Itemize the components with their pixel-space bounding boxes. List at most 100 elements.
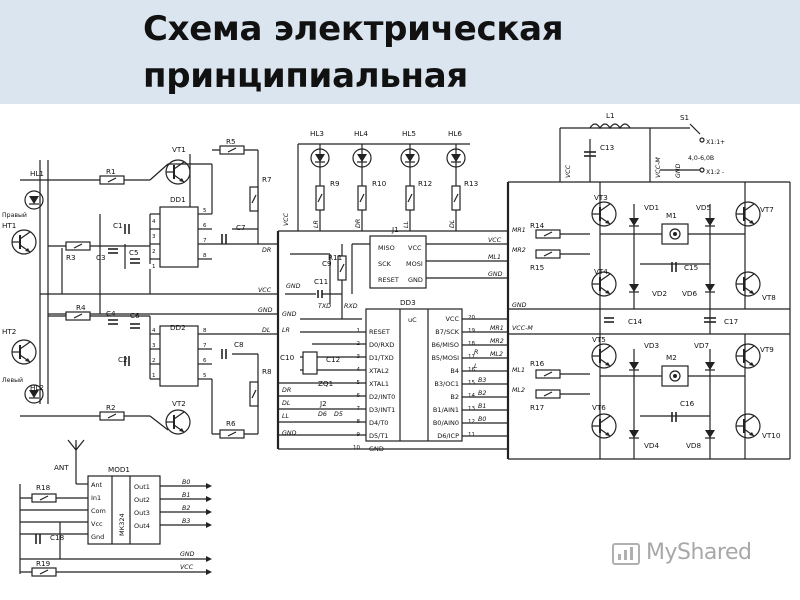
left-lower-block: HT2 Левый HL2 R2 VT2 R6 R8 DD2 R4 C4 C6 …: [2, 303, 278, 439]
label-x11: X1:1: [706, 139, 720, 146]
net-ml1-b: ML1: [512, 367, 525, 374]
net-b0: B0: [478, 416, 486, 423]
resistor-r6: [219, 429, 245, 439]
label-vd5: VD5: [696, 203, 711, 212]
label-vt4: VT4: [594, 267, 608, 276]
title-bar: Схема электрическая принципиальная: [0, 0, 800, 104]
diode-vd1: [628, 217, 640, 227]
dd3-pin-4: XTAL2: [369, 367, 389, 375]
watermark: MyShared: [606, 536, 766, 572]
label-c1: C1: [113, 221, 123, 230]
dd3-pin-5: XTAL1: [369, 380, 389, 388]
label-c5: C5: [129, 248, 139, 257]
label-r6: R6: [226, 419, 236, 428]
dd3-pin-num-18: 18: [468, 341, 475, 347]
net-gnd-hb: GND: [512, 302, 527, 309]
net-ll-top: LL: [403, 220, 410, 228]
net-mr1-b: MR1: [512, 227, 526, 234]
dd3-pin-num-10: 10: [353, 445, 360, 451]
radio-module: ANT MOD1 R18 C18 R19 МК324 AntIn1ComVccG…: [19, 439, 212, 577]
label-ht2: HT2: [2, 327, 16, 336]
net-vcc-top: VCC: [283, 212, 290, 226]
net-b3-out: B3: [182, 518, 190, 525]
label-l1: L1: [606, 111, 615, 120]
svg-text:6: 6: [203, 223, 207, 229]
resistor-r8: [249, 381, 259, 407]
crystal-zq1: [302, 351, 318, 375]
dd3-pin-16: B4: [450, 367, 459, 375]
dd3-pin-20: VCC: [445, 315, 459, 323]
indicator-leds: HL3 HL4 HL5 HL6 R9 R10 R12 R13 VCC LR DR…: [283, 129, 478, 231]
label-r10: R10: [372, 179, 387, 188]
label-vd2: VD2: [652, 289, 667, 298]
label-r15: R15: [530, 263, 544, 272]
net-gnd-out: GND: [180, 551, 195, 558]
mod1-pin-com: Com: [91, 507, 106, 515]
label-x12: X1:2: [706, 169, 720, 176]
label-c2: C2: [118, 355, 128, 364]
label-vd8: VD8: [686, 441, 701, 450]
dd3-pin-10: GND: [369, 445, 384, 453]
transistor-vt6: [591, 413, 617, 439]
net-l: L: [474, 363, 478, 370]
svg-text:7: 7: [203, 238, 207, 244]
net-vcc-out: VCC: [180, 564, 194, 571]
label-r4: R4: [76, 303, 86, 312]
resistor-r3: [65, 241, 91, 251]
label-vt10: VT10: [762, 431, 781, 440]
mod1-pin-out1: Out1: [134, 483, 150, 491]
label-r5: R5: [226, 137, 236, 146]
watermark-text: MyShared: [646, 540, 752, 565]
net-d6: D6: [318, 411, 327, 418]
svg-text:4: 4: [152, 328, 156, 334]
label-vd4: VD4: [644, 441, 659, 450]
j1-pin-gnd: GND: [408, 276, 423, 284]
label-ant: ANT: [54, 463, 69, 472]
label-c11: C11: [314, 277, 328, 286]
resistor-r2: [99, 411, 125, 421]
bridge-capacitors: C14 C17: [508, 309, 790, 335]
net-gnd-j1: GND: [286, 283, 301, 290]
label-c15: C15: [684, 263, 698, 272]
j1-pin-sck-label: SCK: [378, 260, 392, 268]
j1-pin-vcc: VCC: [408, 244, 422, 252]
diode-vd6: [704, 283, 716, 293]
dd3-pin-2: D0/RXD: [369, 341, 394, 349]
j1-pin-miso: MISO: [378, 244, 395, 252]
chip-dd1: [159, 206, 199, 268]
label-c16: C16: [680, 399, 695, 408]
label-c7: C7: [236, 223, 246, 232]
left-upper-block: HL1 Правый HT1 R1 VT1 R5 R7 DD1 C1 R3 C3…: [2, 137, 278, 314]
label-hl5: HL5: [402, 129, 416, 138]
dd3-pin-14: B2: [450, 393, 459, 401]
dd3-pin-num-11: 11: [468, 432, 475, 438]
net-mr2-b: MR2: [512, 247, 526, 254]
label-vt1: VT1: [172, 145, 186, 154]
net-dl-top: DL: [449, 219, 456, 228]
net-gnd-j1r: GND: [488, 271, 503, 278]
label-hl4: HL4: [354, 129, 368, 138]
net-vccm-hb: VCC-M: [512, 325, 533, 332]
label-dd2: DD2: [170, 323, 186, 332]
resistor-r15: [535, 249, 561, 259]
svg-text:1: 1: [152, 264, 156, 270]
diode-vd7: [704, 361, 716, 371]
mod1-pin-out3: Out3: [134, 509, 150, 517]
label-supply-voltage: 4,0-6,0В: [688, 155, 714, 162]
net-b0-out: B0: [182, 479, 190, 486]
net-gnd-supply: GND: [675, 163, 682, 178]
label-r9: R9: [330, 179, 340, 188]
label-c12: C12: [326, 355, 340, 364]
label-hl3: HL3: [310, 129, 324, 138]
diode-vd8: [704, 429, 716, 439]
dd3-pin-6: D2/INT0: [369, 393, 395, 401]
dd3-pin-11: D6/ICP: [437, 432, 459, 440]
label-r13: R13: [464, 179, 478, 188]
label-r11: R11: [328, 253, 342, 262]
label-c10: C10: [280, 353, 295, 362]
transistor-vt9: [735, 343, 761, 369]
label-r16: R16: [530, 359, 545, 368]
resistor-r7: [249, 186, 259, 212]
